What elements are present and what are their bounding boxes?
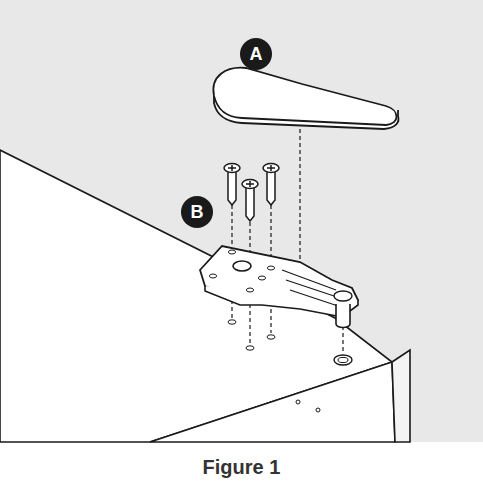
cabinet-side xyxy=(392,350,410,442)
hole xyxy=(316,408,320,412)
wall xyxy=(0,0,483,442)
guide-lines xyxy=(232,122,343,354)
screw-hole xyxy=(267,335,275,339)
screw-hole xyxy=(228,320,236,324)
hinge-cap xyxy=(213,68,398,129)
pin-hole xyxy=(334,355,352,365)
callout-letter: B xyxy=(181,196,213,228)
pin-hole xyxy=(338,357,348,362)
cabinet-front xyxy=(150,362,395,442)
callout-letter: A xyxy=(240,38,272,70)
figure-caption: Figure 1 xyxy=(0,456,483,479)
hinge-plate xyxy=(200,246,358,328)
screw-hole xyxy=(246,346,254,350)
hole xyxy=(296,400,300,404)
screws xyxy=(224,164,279,222)
